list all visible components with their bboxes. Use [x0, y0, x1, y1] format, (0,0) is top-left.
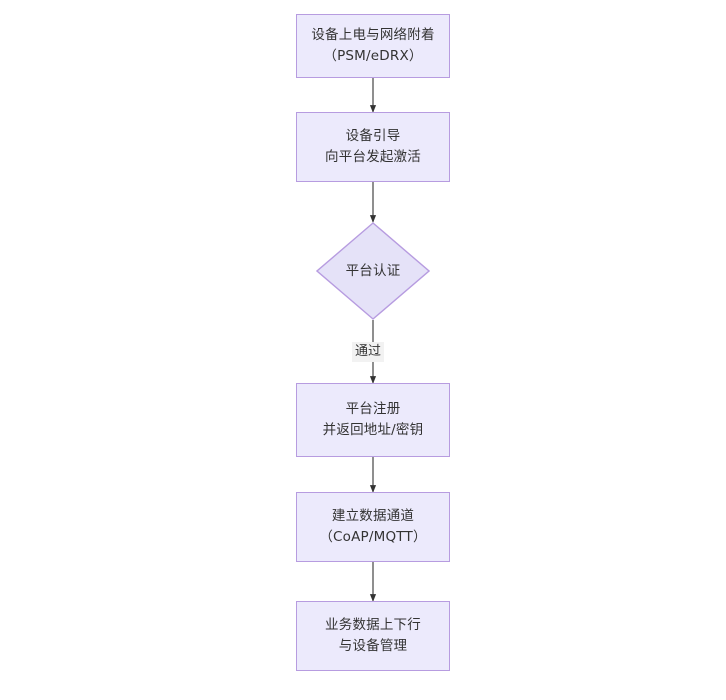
node-service-data-and-device-management[interactable]: 业务数据上下行 与设备管理 [296, 601, 450, 671]
node-device-power-on[interactable]: 设备上电与网络附着 （PSM/eDRX） [296, 14, 450, 78]
node-platform-registration[interactable]: 平台注册 并返回地址/密钥 [296, 383, 450, 457]
node-platform-authentication[interactable]: 平台认证 [316, 222, 430, 320]
node-establish-data-channel[interactable]: 建立数据通道 （CoAP/MQTT） [296, 492, 450, 562]
edge-label-pass: 通过 [352, 342, 385, 362]
diamond-shape-icon [316, 222, 430, 320]
node-label: 平台注册 并返回地址/密钥 [322, 401, 424, 438]
node-device-bootstrap[interactable]: 设备引导 向平台发起激活 [296, 112, 450, 182]
node-label: 设备上电与网络附着 （PSM/eDRX） [311, 27, 435, 64]
node-label: 业务数据上下行 与设备管理 [325, 617, 421, 654]
node-label: 平台认证 [345, 262, 401, 279]
node-label: 设备引导 向平台发起激活 [325, 128, 421, 165]
node-label: 建立数据通道 （CoAP/MQTT） [319, 508, 427, 545]
